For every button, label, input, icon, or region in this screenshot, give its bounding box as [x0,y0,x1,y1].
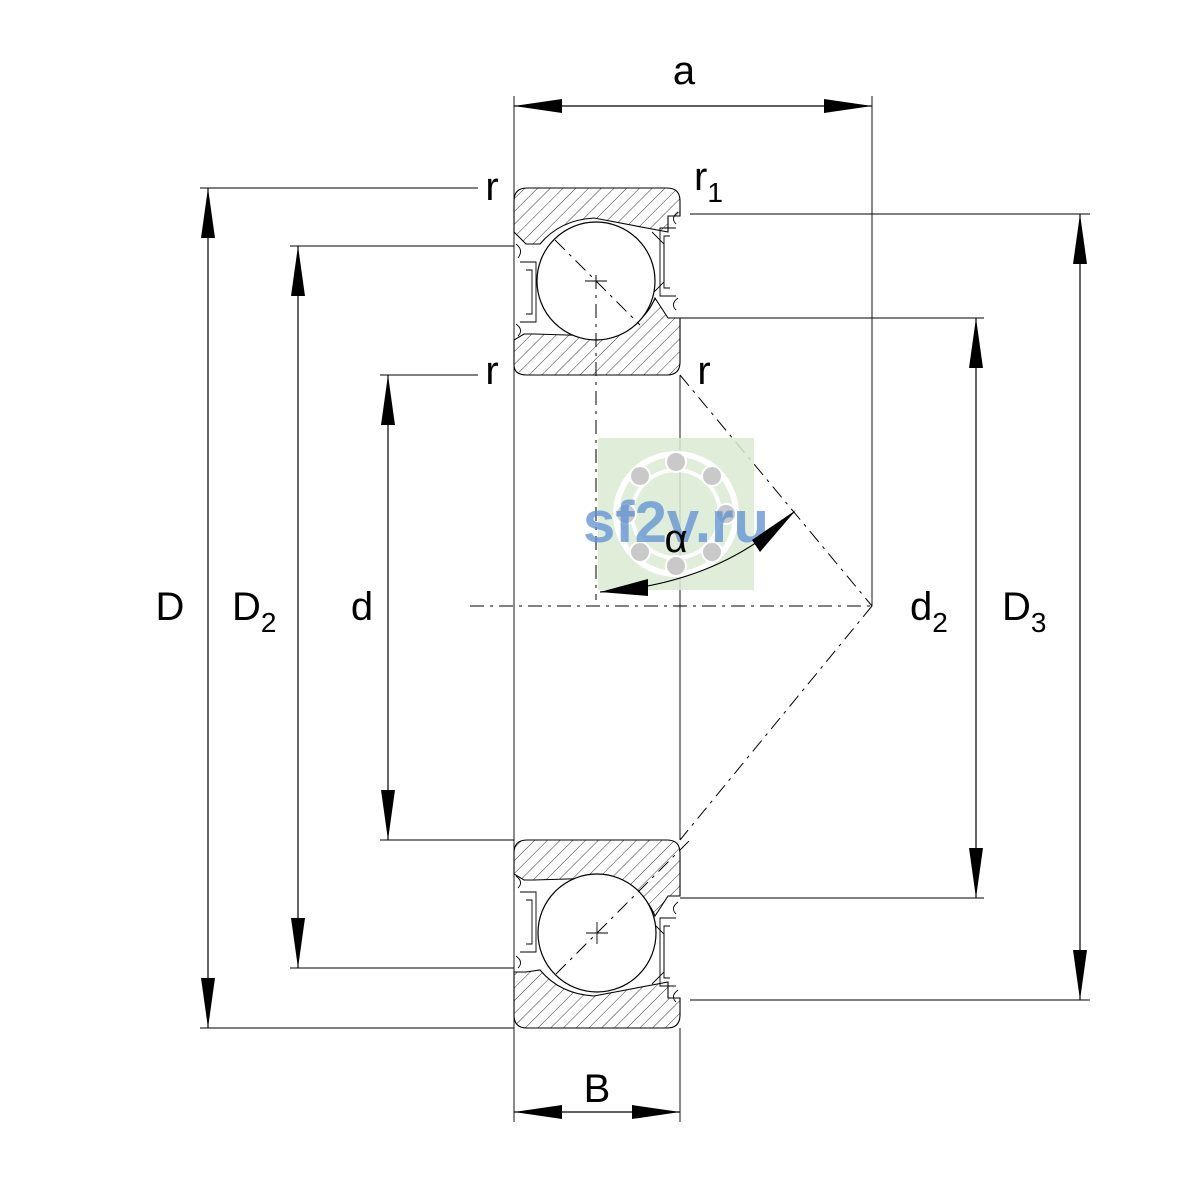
lower-shield-right [651,901,679,1003]
label-r-mid-left: r [485,349,498,393]
label-r1: r1 [694,155,723,208]
watermark-logo: sf2v.ru [583,438,769,590]
contact-angle [599,510,796,596]
label-d: d [351,585,373,629]
dimension-D3 [690,213,1090,1001]
construction-lines [470,96,873,1122]
label-r-top-left: r [485,165,498,209]
upper-section [513,187,681,600]
upper-shield-left [515,243,537,337]
dimension-a [514,99,872,113]
dimension-D2 [290,245,514,969]
dimension-B [514,1105,680,1119]
upper-shield-right [651,211,679,311]
label-D: D [156,585,185,629]
label-D3: D3 [1002,585,1046,638]
lower-shield-left [515,875,537,969]
lower-section [513,839,691,1029]
label-a: a [673,49,696,93]
lower-outer-ring [513,969,681,1029]
watermark-text: sf2v.ru [583,490,769,555]
upper-outer-ring [513,187,681,245]
dimension-D [200,187,514,1029]
label-D2: D2 [232,585,276,638]
label-r-mid-right: r [697,349,710,393]
dimension-d2 [680,317,984,899]
dimension-d [380,374,514,841]
label-d2: d2 [910,585,948,638]
label-B: B [584,1067,611,1111]
label-alpha: α [664,517,687,561]
